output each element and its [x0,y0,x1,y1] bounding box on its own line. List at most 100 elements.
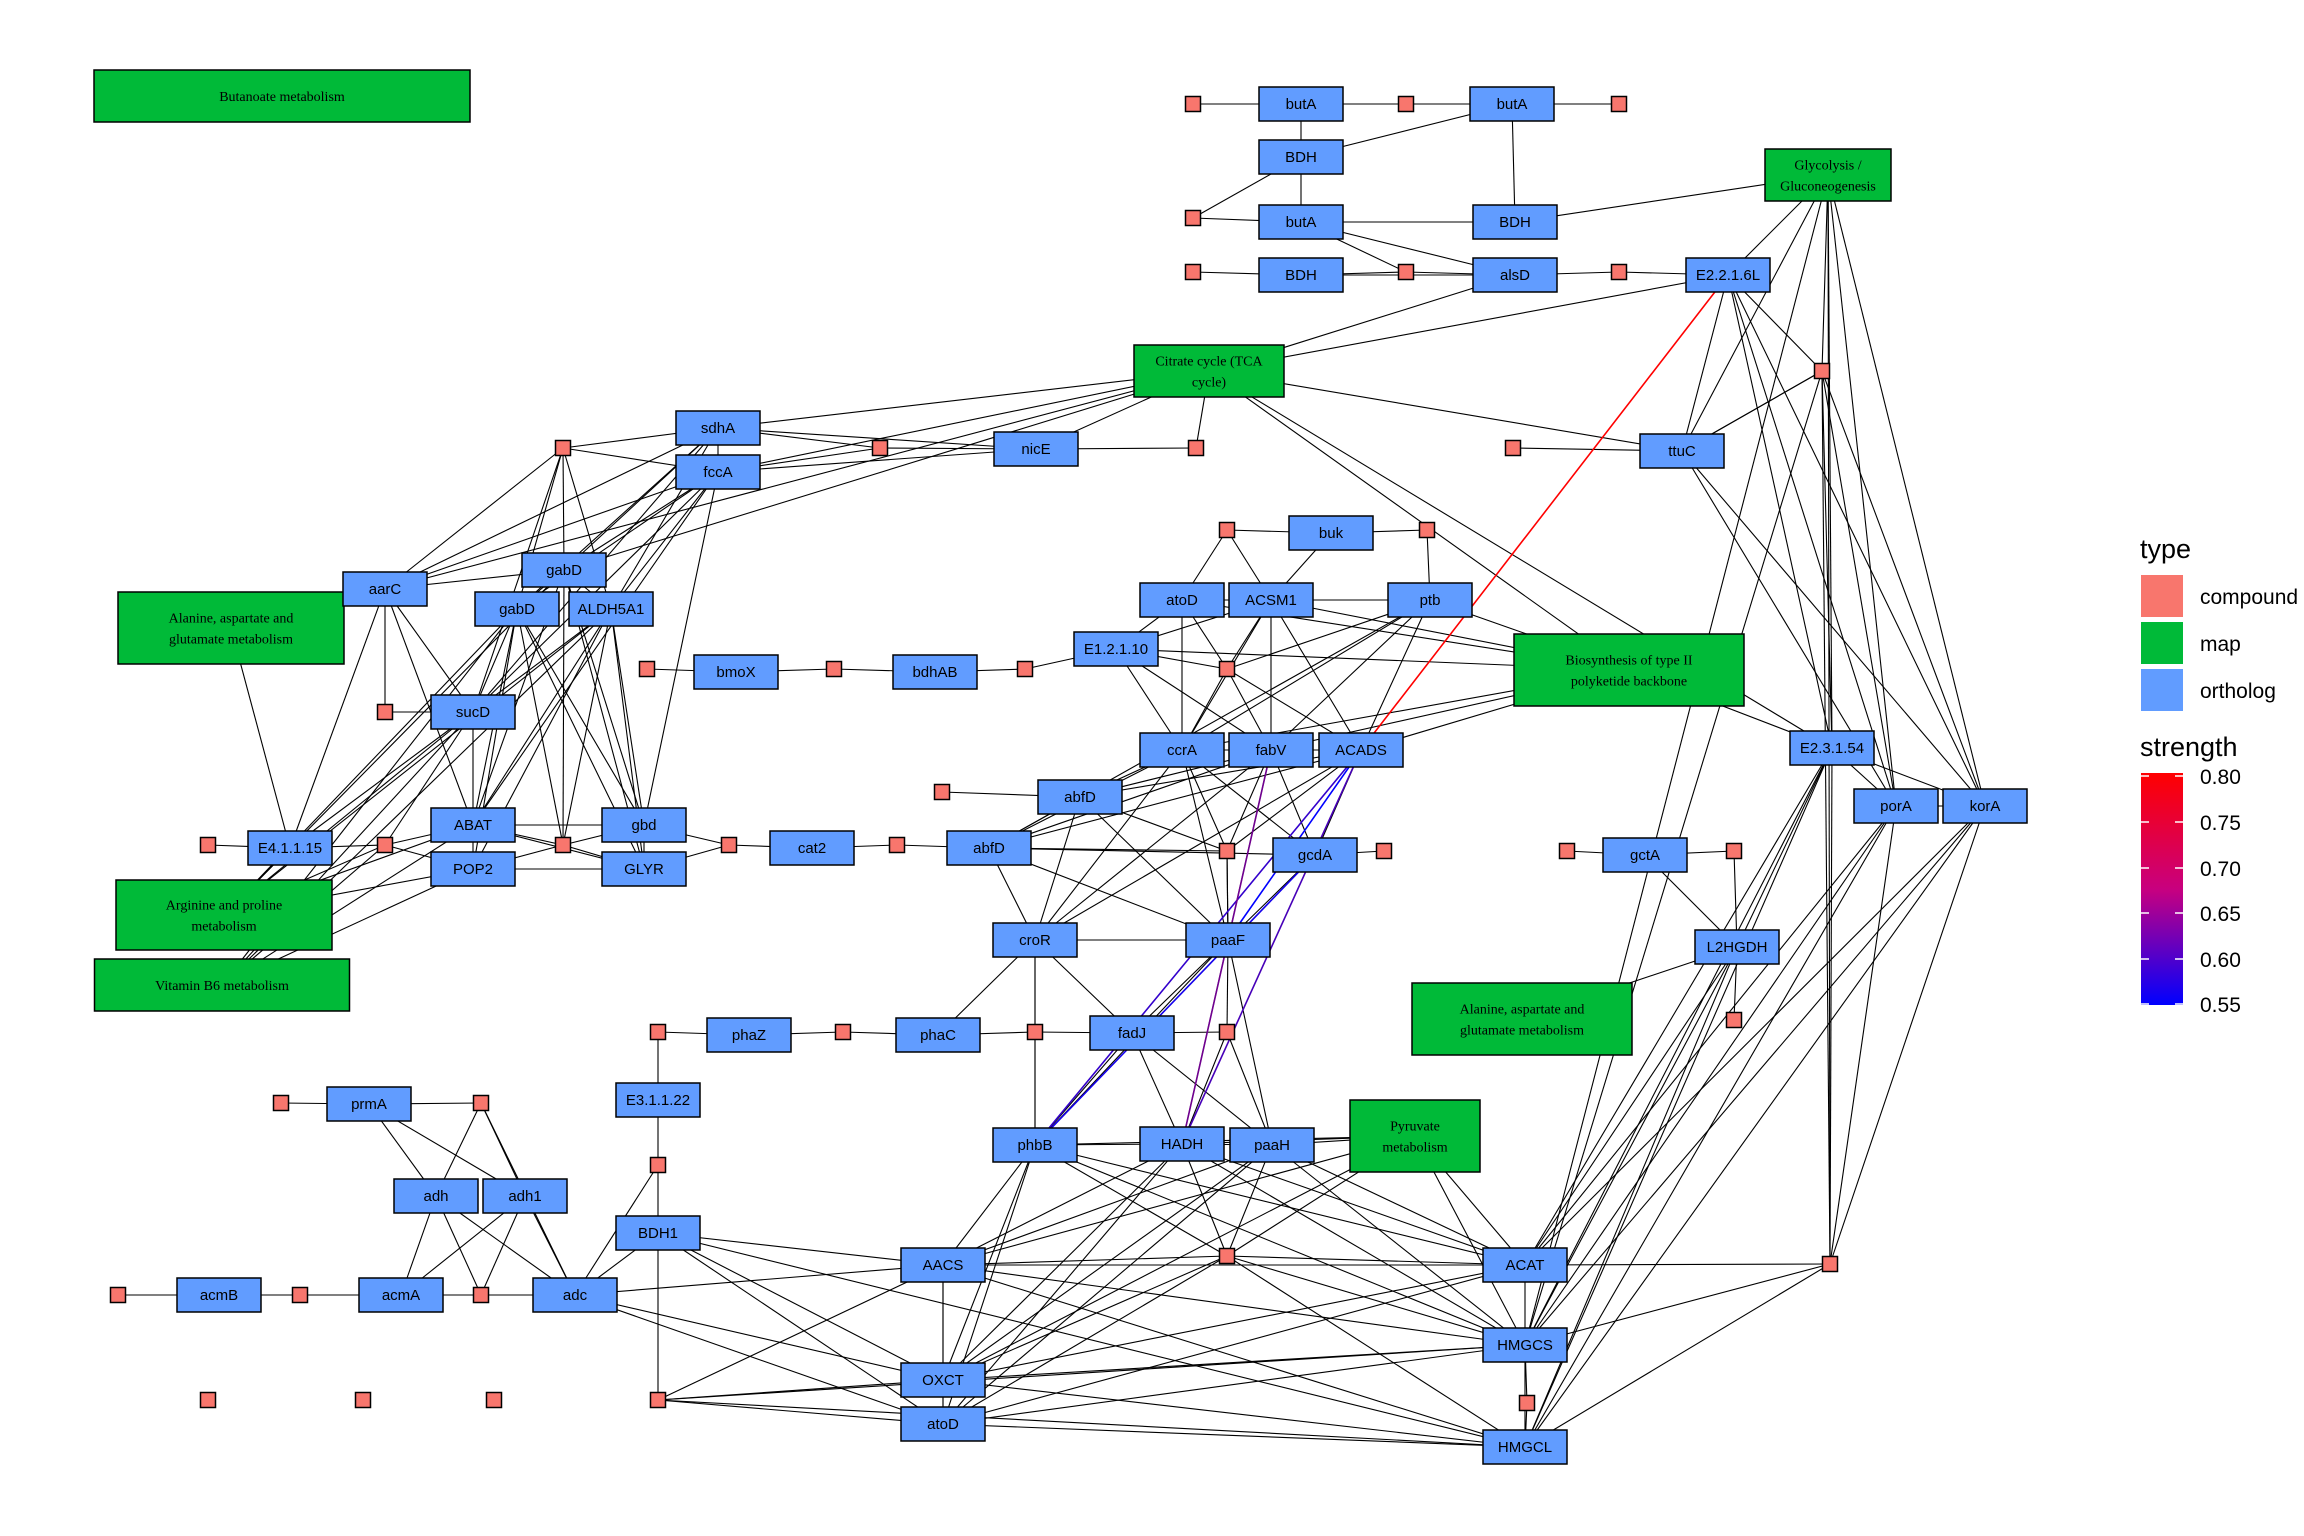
legend-strength-tick-label: 0.55 [2200,994,2241,1017]
edge-HADH-OXCT [942,1143,1183,1381]
edge-phbB-AACS [942,1144,1036,1266]
ortholog-box [430,694,516,730]
compound-box [1397,95,1415,113]
edge-m_glycolysis-korA [1827,174,1986,807]
ortholog-box [1228,732,1314,768]
edge-m_glycolysis-ttuC [1681,174,1829,452]
ortholog-node-paaF: paaF [1185,922,1271,958]
ortholog-box [1139,732,1225,768]
compound-node-c15 [825,660,843,678]
edge-paaH-atoD2 [942,1144,1273,1425]
ortholog-node-ccrA: ccrA [1139,732,1225,768]
ortholog-box [1694,929,1780,965]
edge-ACAT-OXCT [942,1264,1526,1381]
ortholog-box [393,1178,479,1214]
ortholog-label: bdhAB [912,664,957,681]
ortholog-node-ACAT: ACAT [1482,1247,1568,1283]
ortholog-label: ttuC [1668,443,1696,460]
ortholog-label: gcdA [1298,847,1332,864]
edge-E2216L-E23154 [1727,274,1833,749]
edge-ACADS-abfD1 [1079,749,1362,798]
edge-m_glycolysis-HMGCS [1524,174,1829,1346]
ortholog-node-fadJ: fadJ [1089,1015,1175,1051]
compound-box [1218,521,1236,539]
ortholog-label: BDH [1499,214,1531,231]
ortholog-box [1258,139,1344,175]
ortholog-label: ACAT [1506,1257,1545,1274]
ortholog-label: alsD [1500,267,1530,284]
edge-c47-HMGCL [1524,1263,1831,1448]
ortholog-label: butA [1286,96,1317,113]
map-label: Glycolysis /Gluconeogenesis [1780,159,1876,195]
ortholog-node-phbB: phbB [992,1127,1078,1163]
legend-label-ortholog: ortholog [2200,680,2276,703]
edge-c47-c18 [1821,370,1831,1265]
ortholog-node-acmA: acmA [358,1277,444,1313]
compound-box [472,1286,490,1304]
ortholog-box [675,454,761,490]
ortholog-box [1482,1247,1568,1283]
ortholog-node-HMGCL: HMGCL [1482,1429,1568,1465]
map-box [93,69,471,123]
compound-node-c38 [109,1286,127,1304]
ortholog-label: HADH [1161,1136,1204,1153]
ortholog-node-acmB: acmB [176,1277,262,1313]
legend-strength-ticks [2141,775,2183,1005]
compound-box [1187,439,1205,457]
edge-c47-porA [1829,805,1897,1265]
edge-atoD2-HMGCL [942,1423,1526,1448]
compound-node-c28 [1558,842,1576,860]
legend-strength-tick-label: 0.75 [2200,812,2241,835]
edge-m_pyr-AACS [942,1135,1416,1266]
ortholog-node-E23154: E2.3.1.54 [1789,730,1875,766]
ortholog-node-sucD: sucD [430,694,516,730]
map-node-m_butanoate: Butanoate metabolism [93,69,471,123]
edge-E23154-HMGCS [1524,747,1833,1346]
ortholog-node-BDH1: BDH1 [615,1215,701,1251]
ortholog-label: buk [1319,525,1344,542]
ortholog-label: ccrA [1167,742,1197,759]
strength-edge-layer [1034,274,1729,1146]
edge-fccA-nicE [717,448,1037,473]
compound-node-c30 [1725,1011,1743,1029]
edge-c40-HMGCS [1226,1255,1526,1346]
ortholog-box [1258,204,1344,240]
edge-OXCT-HMGCS [942,1344,1526,1381]
edge-c34-HADH [1181,1031,1228,1145]
ortholog-box [568,591,654,627]
edge-fadJ-HADH [1131,1032,1183,1145]
compound-node-c18 [1813,362,1831,380]
edge-m_tca-aarC [384,370,1210,590]
edge-phbB-HMGCS [1034,1144,1526,1346]
compound-node-c31 [649,1023,667,1041]
ortholog-label: HMGCS [1497,1337,1553,1354]
ortholog-box [358,1277,444,1313]
ortholog-node-E2216L: E2.2.1.6L [1685,257,1771,293]
ortholog-box [706,1017,792,1053]
edge-E23154-L2HGDH [1736,747,1833,948]
edge-BDH1-atoD2 [657,1232,944,1425]
ortholog-label: sdhA [701,420,735,437]
compound-node-c26 [1218,842,1236,860]
ortholog-label: gabD [546,562,582,579]
ortholog-node-ptb: ptb [1387,582,1473,618]
compound-box [554,439,572,457]
ortholog-box [892,654,978,690]
edge-paaH-c40 [1226,1144,1273,1257]
edge-gabD2-c21 [516,608,564,846]
legend: type compound map ortholog strength 0.80… [2140,534,2298,1017]
ortholog-node-E31122: E3.1.1.22 [615,1082,701,1118]
ortholog-label: acmA [382,1287,420,1304]
ortholog-node-OXCT: OXCT [900,1362,986,1398]
ortholog-label: ACADS [1335,742,1387,759]
ortholog-label: gbd [631,817,656,834]
ortholog-box [1073,631,1159,667]
compound-box [1725,1011,1743,1029]
compound-box [1504,439,1522,457]
ortholog-label: croR [1019,932,1051,949]
